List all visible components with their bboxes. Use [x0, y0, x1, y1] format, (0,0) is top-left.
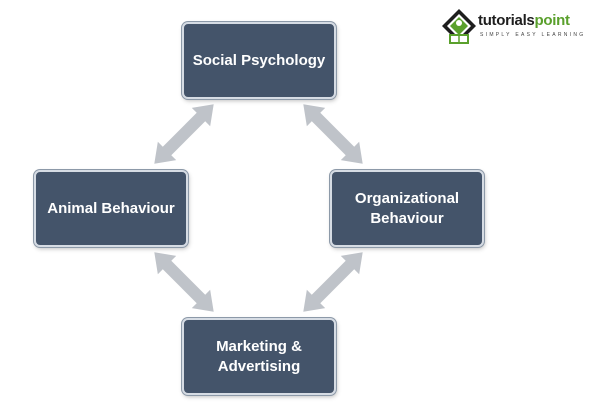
tutorialspoint-logo: tutorialspoint SIMPLY EASY LEARNING	[441, 8, 591, 50]
node-label: Animal Behaviour	[47, 199, 175, 217]
node-social-psychology: Social Psychology	[182, 22, 336, 99]
node-label-line2: Advertising	[217, 357, 301, 375]
tutorialspoint-logo-icon	[442, 9, 476, 44]
logo-wordmark: tutorialspoint	[478, 12, 570, 29]
logo-wordmark-suffix: point	[534, 12, 570, 29]
node-marketing-advertising: Marketing & Advertising	[182, 318, 336, 395]
node-label-line2: Behaviour	[370, 209, 444, 227]
node-label-line1: Marketing &	[216, 337, 302, 355]
node-label: Social Psychology	[192, 51, 326, 69]
node-organizational-behaviour: Organizational Behaviour	[330, 170, 484, 247]
arrow-bottom-right	[294, 243, 372, 321]
arrow-top-right	[294, 95, 372, 173]
arrow-top-left	[145, 95, 223, 173]
logo-tagline: SIMPLY EASY LEARNING	[480, 32, 586, 38]
node-label-line1: Organizational	[354, 189, 460, 207]
arrow-bottom-left	[145, 243, 223, 321]
logo-wordmark-prefix: tutorials	[478, 12, 535, 29]
node-animal-behaviour: Animal Behaviour	[34, 170, 188, 247]
